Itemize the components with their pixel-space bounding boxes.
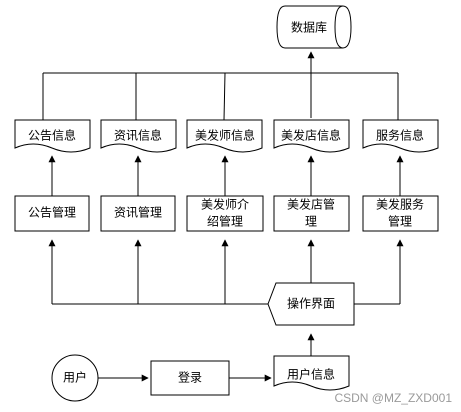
doc-label-1: 公告信息 — [28, 128, 76, 143]
user-label: 用户 — [63, 370, 87, 385]
operation-interface-node: 操作界面 — [267, 282, 355, 326]
db-link-3 — [223, 72, 226, 121]
login-label: 登录 — [178, 370, 202, 385]
doc-label-5: 服务信息 — [376, 128, 424, 143]
management-boxes: 公告管理 资讯管理 美发师介 绍管理 美发店管 理 美发服务 管理 — [14, 195, 439, 232]
doc-label-4: 美发店信息 — [281, 128, 341, 143]
doc-label-2: 资讯信息 — [114, 128, 162, 143]
mgmt-stylist: 美发师介 绍管理 — [186, 195, 264, 232]
mgmt-announcement: 公告管理 — [14, 195, 90, 232]
doc-label-3: 美发师信息 — [195, 128, 255, 143]
database-label: 数据库 — [291, 20, 327, 35]
info-documents: 公告信息 资讯信息 美发师信息 美发店信息 服务信息 — [14, 119, 439, 153]
mgmt-service: 美发服务 管理 — [362, 195, 439, 232]
doc-announcement-info: 公告信息 — [14, 119, 91, 153]
doc-service-info: 服务信息 — [362, 119, 439, 153]
mgmt-label-5a: 美发服务 — [376, 197, 424, 212]
user-node: 用户 — [51, 354, 99, 402]
doc-stylist-info: 美发师信息 — [186, 119, 263, 153]
mgmt-news: 资讯管理 — [100, 195, 176, 232]
database-node: 数据库 — [276, 5, 352, 49]
mgmt-label-5b: 管理 — [388, 214, 412, 229]
user-info-label: 用户信息 — [287, 367, 335, 382]
db-connectors — [42, 51, 399, 121]
mgmt-salon: 美发店管 理 — [273, 195, 350, 232]
mgmt-label-1: 公告管理 — [28, 205, 76, 220]
mgmt-label-4b: 理 — [305, 215, 317, 229]
ops-bus — [48, 239, 404, 305]
watermark-text: CSDN @MZ_ZXD001 — [334, 391, 452, 405]
operation-interface-label: 操作界面 — [287, 296, 335, 311]
mgmt-label-3b: 绍管理 — [207, 214, 243, 229]
mgmt-label-2: 资讯管理 — [114, 205, 162, 220]
mgmt-label-4a: 美发店管 — [287, 197, 335, 212]
login-node: 登录 — [150, 360, 230, 396]
user-info-node: 用户信息 — [273, 355, 350, 391]
doc-salon-info: 美发店信息 — [273, 119, 350, 153]
doc-news-info: 资讯信息 — [100, 119, 177, 153]
mgmt-to-doc-arrows — [48, 155, 404, 196]
mgmt-label-3a: 美发师介 — [201, 197, 249, 212]
